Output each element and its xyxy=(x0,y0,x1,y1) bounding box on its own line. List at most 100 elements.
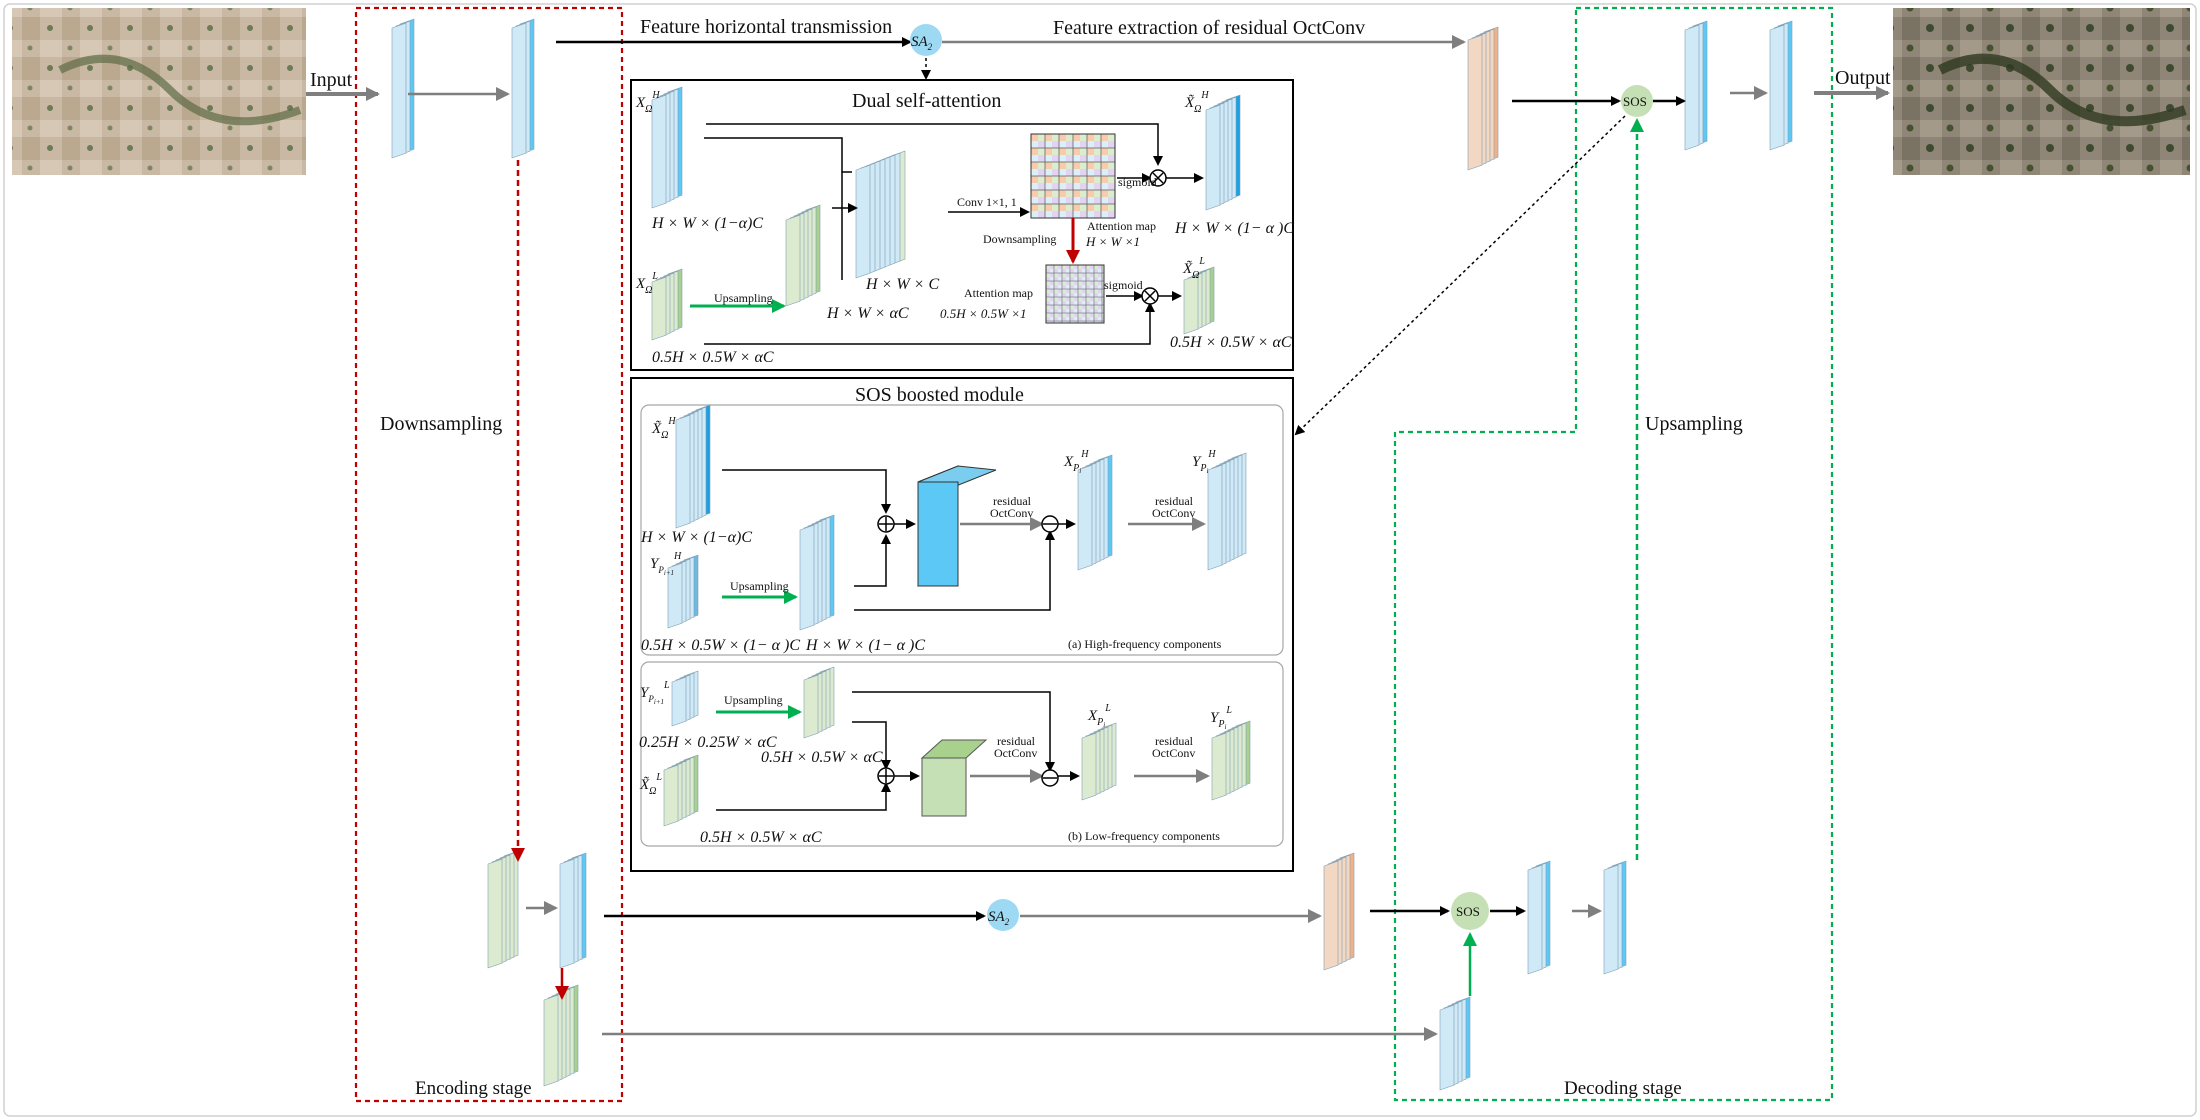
dsa-attn-map-bottom-dim: 0.5H × 0.5W ×1 xyxy=(940,306,1027,321)
dsa-xh-dim: H × W × (1−α)C xyxy=(651,215,763,232)
decoder-region-border xyxy=(1393,6,1834,1102)
encoder-block-1b xyxy=(511,18,535,159)
sos-high-prev-dim: 0.5H × 0.5W × (1− α )C xyxy=(641,637,800,654)
dsa-x-hat-h-out xyxy=(1205,94,1241,211)
attention-map-large xyxy=(1030,133,1116,219)
svg-text:SA2: SA2 xyxy=(988,909,1010,927)
sos-high-residual-1: residual xyxy=(993,494,1032,508)
svg-text:SOS: SOS xyxy=(1456,904,1480,919)
dsa-multiply-top xyxy=(1149,169,1167,187)
sos-high-plus xyxy=(877,515,895,533)
sos-x-p-l xyxy=(1081,722,1117,801)
dsa-x-omega-l-up xyxy=(785,204,821,307)
sos-high-up-to-plus xyxy=(854,534,891,587)
sos-low-cube-front xyxy=(921,757,967,817)
encoder-block-3 xyxy=(543,984,579,1087)
sos-high-up-dim: H × W × (1− α )C xyxy=(805,637,925,654)
input-label: Input xyxy=(310,69,353,91)
sos-xl-to-plus xyxy=(716,782,891,811)
output-label: Output xyxy=(1835,67,1891,89)
svg-text:SOS: SOS xyxy=(1623,94,1647,109)
sos-high-in-dim: H × W × (1−α)C xyxy=(640,529,752,546)
dsa-multiply-bottom xyxy=(1141,287,1159,305)
sos-low-octconv-1: OctConv xyxy=(994,746,1037,760)
sos-node-top: SOS xyxy=(1621,85,1653,117)
svg-text:SA2: SA2 xyxy=(911,34,933,52)
dsa-out-h-dim: H × W × (1− α )C xyxy=(1174,220,1294,237)
attention-map-small xyxy=(1045,264,1105,324)
feature-horizontal-transmission-label: Feature horizontal transmission xyxy=(640,16,892,38)
decoder-block-top-2 xyxy=(1769,20,1793,151)
sos-high-residual-2: residual xyxy=(1155,494,1194,508)
sos-low-up-to-plus2 xyxy=(852,721,891,770)
dsa-attn-map-top-dim: H × W ×1 xyxy=(1085,234,1140,249)
encoder-block-2b xyxy=(559,852,587,969)
sos-x-p-h xyxy=(1077,454,1113,571)
dsa-xl-up-dim: H × W × αC xyxy=(826,305,909,322)
sa2-node-bottom: SA2 xyxy=(987,899,1019,931)
sos-low-octconv-2: OctConv xyxy=(1152,746,1195,760)
dsa-attn-map-bottom: Attention map xyxy=(964,286,1033,300)
sos-low-prev-dim: 0.25H × 0.25W × αC xyxy=(639,734,777,751)
sos-high-octconv-2: OctConv xyxy=(1152,506,1195,520)
sos-high-cube-front xyxy=(917,481,959,587)
dsa-out-l-dim: 0.5H × 0.5W × αC xyxy=(1170,334,1292,351)
sos-low-upsampling: Upsampling xyxy=(724,693,783,707)
low-frequency-panel xyxy=(640,661,1284,847)
dsa-x-hat-l-out xyxy=(1183,266,1215,335)
sos-x-hat-h xyxy=(675,404,711,529)
sos-high-octconv-1: OctConv xyxy=(990,506,1033,520)
sos-low-residual-2: residual xyxy=(1155,734,1194,748)
upsampling-label: Upsampling xyxy=(1645,413,1743,435)
encoding-stage-label: Encoding stage xyxy=(415,1078,532,1099)
output-satellite-image xyxy=(1893,8,2190,175)
sos-low-plus xyxy=(877,767,895,785)
dsa-concat-block xyxy=(855,150,906,279)
sos-y-prev-h xyxy=(667,554,699,629)
sos-high-up xyxy=(799,514,835,631)
decoding-stage-label: Decoding stage xyxy=(1564,1078,1682,1099)
sos-high-skip xyxy=(854,530,1055,611)
dsa-x-omega-h xyxy=(651,86,683,209)
sos-x-hat-l xyxy=(663,754,699,827)
sos-high-minus xyxy=(1041,515,1059,533)
downsampling-label: Downsampling xyxy=(380,413,502,435)
dsa-attn-map-top: Attention map xyxy=(1087,219,1156,233)
sa2-node-top: SA2 xyxy=(910,24,942,56)
sos-low-in-dim: 0.5H × 0.5W × αC xyxy=(700,829,822,846)
decoder-block-top-1 xyxy=(1684,20,1708,151)
dsa-xl-to-concat xyxy=(841,171,852,280)
sos-low-minus xyxy=(1041,769,1059,787)
dsa-xl-to-times-bottom xyxy=(704,302,1155,345)
input-satellite-image xyxy=(12,8,306,175)
dual-self-attention-title: Dual self-attention xyxy=(852,90,1001,112)
feature-extraction-label: Feature extraction of residual OctConv xyxy=(1053,17,1365,39)
figure-frame xyxy=(3,3,2197,1117)
high-frequency-panel xyxy=(640,404,1284,656)
sos-low-residual-1: residual xyxy=(997,734,1036,748)
decoder-block-mid-1 xyxy=(1527,860,1551,975)
encoder-block-2a xyxy=(487,850,519,969)
dsa-conv-label: Conv 1×1, 1 xyxy=(957,195,1017,209)
sos-xh-to-plus xyxy=(722,469,891,514)
dsa-xh-to-times-top xyxy=(706,123,1163,166)
sos-high-upsampling: Upsampling xyxy=(730,579,789,593)
sos-to-module-link xyxy=(1294,115,1626,436)
dsa-sigmoid-bottom: sigmoid xyxy=(1104,278,1143,292)
encoder-block-1a xyxy=(391,18,415,159)
sos-low-caption: (b) Low-frequency components xyxy=(1068,829,1220,843)
sos-node-bottom: SOS xyxy=(1451,892,1489,930)
decoder-block-bottom xyxy=(1439,996,1471,1091)
dsa-xh-to-concat xyxy=(704,137,843,172)
dsa-x-omega-l xyxy=(651,268,683,341)
decoder-feature-orange-bottom xyxy=(1323,852,1355,971)
dsa-concat-dim: H × W × C xyxy=(865,276,939,293)
sos-y-p-h xyxy=(1207,452,1247,571)
decoder-block-mid-2 xyxy=(1603,860,1627,975)
sos-low-cube-top xyxy=(920,739,988,759)
decoder-feature-orange-top xyxy=(1467,26,1499,171)
sos-low-up-dim: 0.5H × 0.5W × αC xyxy=(761,749,883,766)
sos-low-up-to-plus xyxy=(852,691,1055,772)
encoder-region-border xyxy=(354,6,624,1103)
